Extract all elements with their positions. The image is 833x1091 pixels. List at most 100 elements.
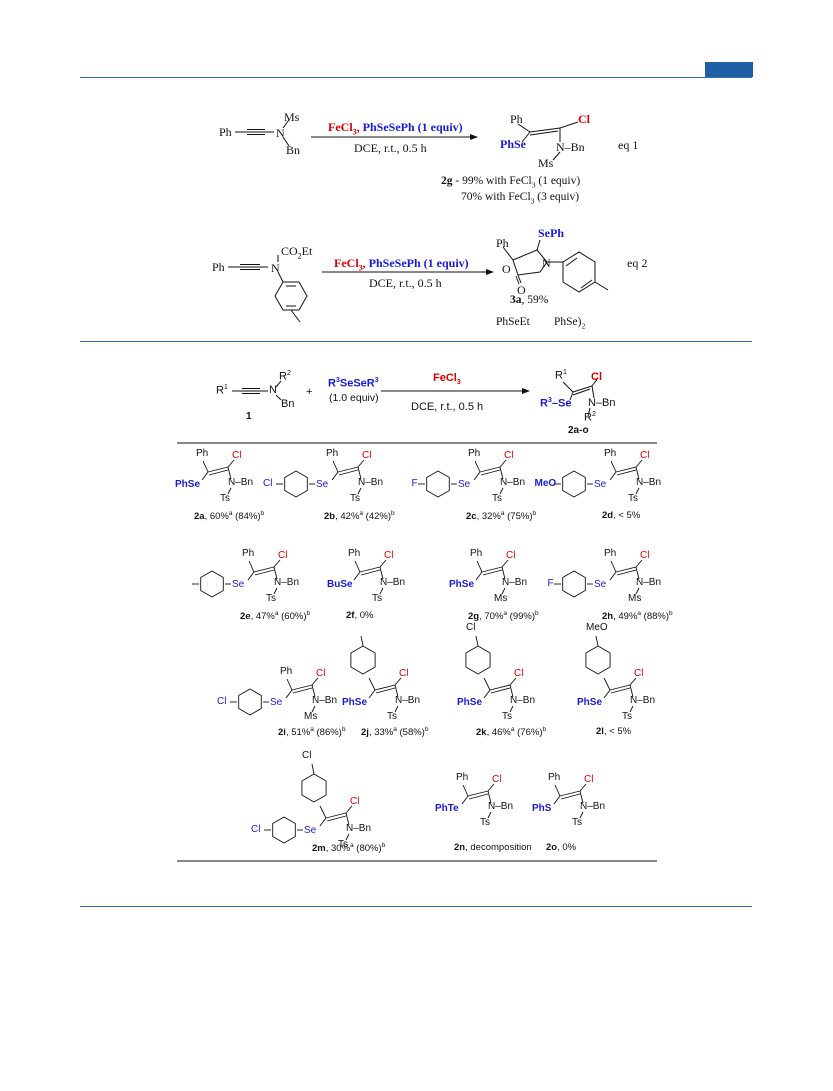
compound-2i-nbn: N–Bn — [312, 695, 338, 706]
compound-2c-se: Se — [458, 479, 471, 490]
scheme-prod-r3se: R3–Se — [540, 397, 572, 410]
compound-2g-caption: 2g, 70%a (99%)b — [468, 610, 539, 623]
eq2-label: eq 2 — [627, 256, 648, 270]
eq2-sm-co2et: CO2Et — [281, 244, 313, 261]
compound-2m-para: Cl — [302, 750, 312, 761]
scheme-reagent: R3SeSeR3 — [328, 377, 379, 390]
eq2-sm-n: N — [271, 261, 280, 275]
eq2-sm-ph: Ph — [212, 260, 225, 274]
compound-2k-se: PhSe — [457, 697, 483, 708]
eq1-result-2: 70% with FeCl3 (3 equiv) — [461, 191, 580, 206]
compound-2m-pg: Ts — [338, 839, 348, 850]
eq1-label: eq 1 — [618, 138, 639, 152]
compound-2o-nbn: N–Bn — [580, 801, 606, 812]
compound-2l-se: PhSe — [577, 697, 603, 708]
compound-2e-pg: Ts — [266, 593, 276, 604]
compound-2j-cl: Cl — [399, 668, 409, 679]
compound-2h-pg: Ms — [628, 593, 642, 604]
compound-2i-pg: Ms — [304, 711, 318, 722]
compound-2g-cl: Cl — [506, 550, 516, 561]
compound-2k-caption: 2k, 46%a (76%)b — [476, 726, 547, 739]
compound-2m-caption: 2m, 30%a (80%)b — [312, 842, 386, 855]
compound-2d-cl: Cl — [640, 450, 650, 461]
compound-2n-nbn: N–Bn — [488, 801, 514, 812]
scheme-bn: Bn — [281, 398, 295, 410]
compound-2a-cl: Cl — [232, 450, 242, 461]
eq1-sm-ms: Ms — [284, 110, 300, 124]
compound-2n-pg: Ts — [480, 817, 490, 828]
compound-2o-pg: Ts — [572, 817, 582, 828]
compound-2i-se: Se — [270, 697, 283, 708]
middle-rule — [80, 341, 752, 342]
compound-2c-caption: 2c, 32%a (75%)b — [466, 510, 537, 523]
compound-2l-para: MeO — [586, 622, 608, 633]
compound-2e-se: Se — [232, 579, 245, 590]
compound-2o-cl: Cl — [584, 774, 594, 785]
compound-2j-caption: 2j, 33%a (58%)b — [361, 726, 429, 739]
compound-2n-top: Ph — [456, 772, 469, 783]
top-rule — [80, 77, 752, 78]
scheme-r2: R2 — [279, 370, 291, 383]
compound-2l-pg: Ts — [622, 711, 632, 722]
eq1-sm-n: N — [276, 126, 285, 140]
eq2-prod-seph: SePh — [538, 226, 565, 240]
compound-2h-cl: Cl — [640, 550, 650, 561]
compound-2a-nbn: N–Bn — [228, 477, 254, 488]
compound-2n-se: PhTe — [435, 803, 459, 814]
compound-2c-nbn: N–Bn — [500, 477, 526, 488]
compound-2e-nbn: N–Bn — [274, 577, 300, 588]
scheme-prod-r2: R2 — [584, 411, 596, 424]
compound-2d-top: Ph — [604, 448, 617, 459]
compound-2o-caption: 2o, 0% — [546, 842, 577, 853]
compound-2l-caption: 2l, < 5% — [596, 726, 632, 737]
compound-2c-cl: Cl — [504, 450, 514, 461]
compound-2f-cl: Cl — [384, 550, 394, 561]
scheme-plus: + — [306, 386, 313, 398]
compound-2o-top: Ph — [548, 772, 561, 783]
eq2-prod-ph: Ph — [496, 236, 509, 250]
compound-2m-aryl-sub: Cl — [251, 824, 261, 835]
compound-2h-se: Se — [594, 579, 607, 590]
scheme-compound-1: 1 — [246, 411, 252, 422]
compound-2h-top: Ph — [604, 548, 617, 559]
compound-2a-caption: 2a, 60%a (84%)b — [194, 510, 265, 523]
compound-2b-top: Ph — [326, 448, 339, 459]
compound-2c-aryl-sub: F — [411, 478, 418, 489]
compound-2l-cl: Cl — [634, 668, 644, 679]
eq1-prod-ph: Ph — [510, 112, 523, 126]
eq1-conditions: DCE, r.t., 0.5 h — [354, 141, 427, 155]
compound-2i-top: Ph — [280, 666, 293, 677]
page-tab — [705, 62, 753, 77]
compound-2k-pg: Ts — [502, 711, 512, 722]
compound-2n-caption: 2n, decomposition — [454, 842, 532, 853]
compound-2g-se: PhSe — [449, 579, 475, 590]
compound-2d-nbn: N–Bn — [636, 477, 662, 488]
scheme-n: N — [269, 384, 277, 396]
eq2-prod-o2: O — [517, 283, 526, 297]
compound-2f-pg: Ts — [372, 593, 382, 604]
eq2-result: 3a, 59% — [510, 294, 549, 306]
compound-2m-nbn: N–Bn — [346, 823, 372, 834]
bottom-rule — [80, 906, 752, 907]
compound-2k-nbn: N–Bn — [510, 695, 536, 706]
scheme-reagent-amt: (1.0 equiv) — [329, 392, 379, 404]
compound-2b-pg: Ts — [350, 493, 360, 504]
compound-2f-se: BuSe — [327, 579, 353, 590]
compound-2d-se: Se — [594, 479, 607, 490]
compound-2l-nbn: N–Bn — [630, 695, 656, 706]
compound-2n-cl: Cl — [492, 774, 502, 785]
compound-2j-se: PhSe — [342, 697, 368, 708]
eq1-sm-ph: Ph — [219, 125, 232, 139]
eq1-prod-ms: Ms — [538, 156, 554, 170]
compound-2m-cl: Cl — [350, 796, 360, 807]
compound-2j-nbn: N–Bn — [395, 695, 421, 706]
compound-2a-top: Ph — [196, 448, 209, 459]
eq1-prod-n: N–Bn — [556, 140, 585, 154]
compound-2k-cl: Cl — [514, 668, 524, 679]
compound-2k-para: Cl — [466, 622, 476, 633]
compound-2d-pg: Ts — [628, 493, 638, 504]
compound-2i-cl: Cl — [316, 668, 326, 679]
scheme-conditions: DCE, r.t., 0.5 h — [411, 401, 484, 413]
